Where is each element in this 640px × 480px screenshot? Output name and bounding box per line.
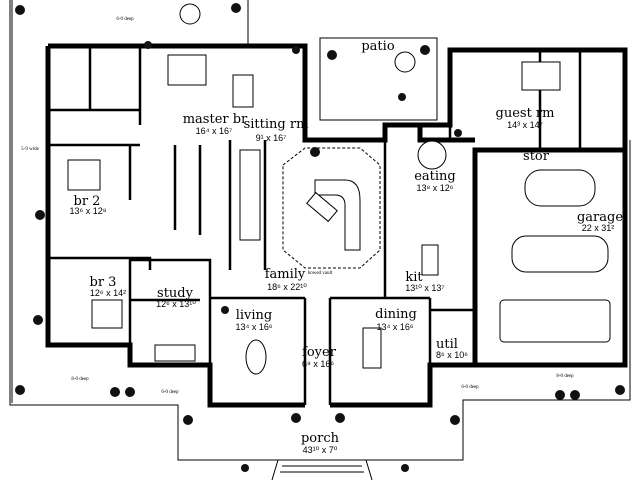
note-top-deep: 6-0 deep [116,17,134,22]
room-dims-foyer: 6⁹ x 16⁶ [302,359,334,369]
room-label-eating: eating [414,169,456,184]
room-label-study: study [157,286,194,301]
plant-icons [15,3,625,472]
room-dims-family: 18⁶ x 22¹⁰ [267,282,307,292]
front-steps [271,459,373,480]
room-dims-master-br: 16⁴ x 16⁷ [196,126,233,136]
veranda-outline [9,0,631,461]
note-bowed-vault: bowed vault [308,271,333,276]
room-label-dining: dining [375,307,417,322]
room-dims-living: 13⁴ x 16⁶ [235,322,272,332]
room-label-util: util [436,337,458,352]
room-label-sitting-rm: sitting rm [244,117,309,132]
room-label-garage: garage [577,210,623,225]
room-dims-guest-rm: 14³ x 14⁷ [507,120,543,130]
note-wide: 5-9 wide [21,147,39,152]
note-right-6-deep: 6-0 deep [461,385,479,390]
exterior-walls [45,43,628,408]
room-label-br3: br 3 [90,275,117,290]
room-label-guest-rm: guest rm [496,106,555,121]
room-label-br2: br 2 [74,194,101,209]
room-dims-garage: 22 x 31² [582,223,615,233]
room-dims-util: 8⁶ x 10⁶ [436,350,468,360]
room-label-patio: patio [361,39,394,54]
room-label-family: family [265,267,306,282]
interior-walls [48,46,582,405]
bowed-vault-outline [282,147,439,276]
room-dims-br2: 13⁶ x 12⁸ [69,206,106,216]
note-left-6-deep: 6-0 deep [161,390,179,395]
room-label-master-br: master br [183,112,248,127]
room-label-stor: stor [523,149,550,164]
room-dims-study: 12⁶ x 13¹⁰ [156,299,196,309]
room-dims-dining: 13⁴ x 16⁶ [376,322,413,332]
room-dims-br3: 12⁶ x 14² [90,288,126,298]
room-label-porch: porch [301,431,340,446]
room-label-kit: kit [405,270,423,285]
note-left-8-deep: 8-0 deep [71,377,89,382]
note-right-8-deep: 8-0 deep [556,374,574,379]
room-label-foyer: foyer [302,345,337,360]
room-dims-sitting-rm: 9¹ x 16⁷ [256,133,287,143]
room-dims-kit: 13¹⁰ x 13⁷ [405,283,444,293]
room-dims-eating: 13⁸ x 12⁶ [416,183,453,193]
furniture [67,3,611,375]
room-label-living: living [236,308,273,323]
room-dims-porch: 43¹⁰ x 7⁰ [303,445,338,455]
